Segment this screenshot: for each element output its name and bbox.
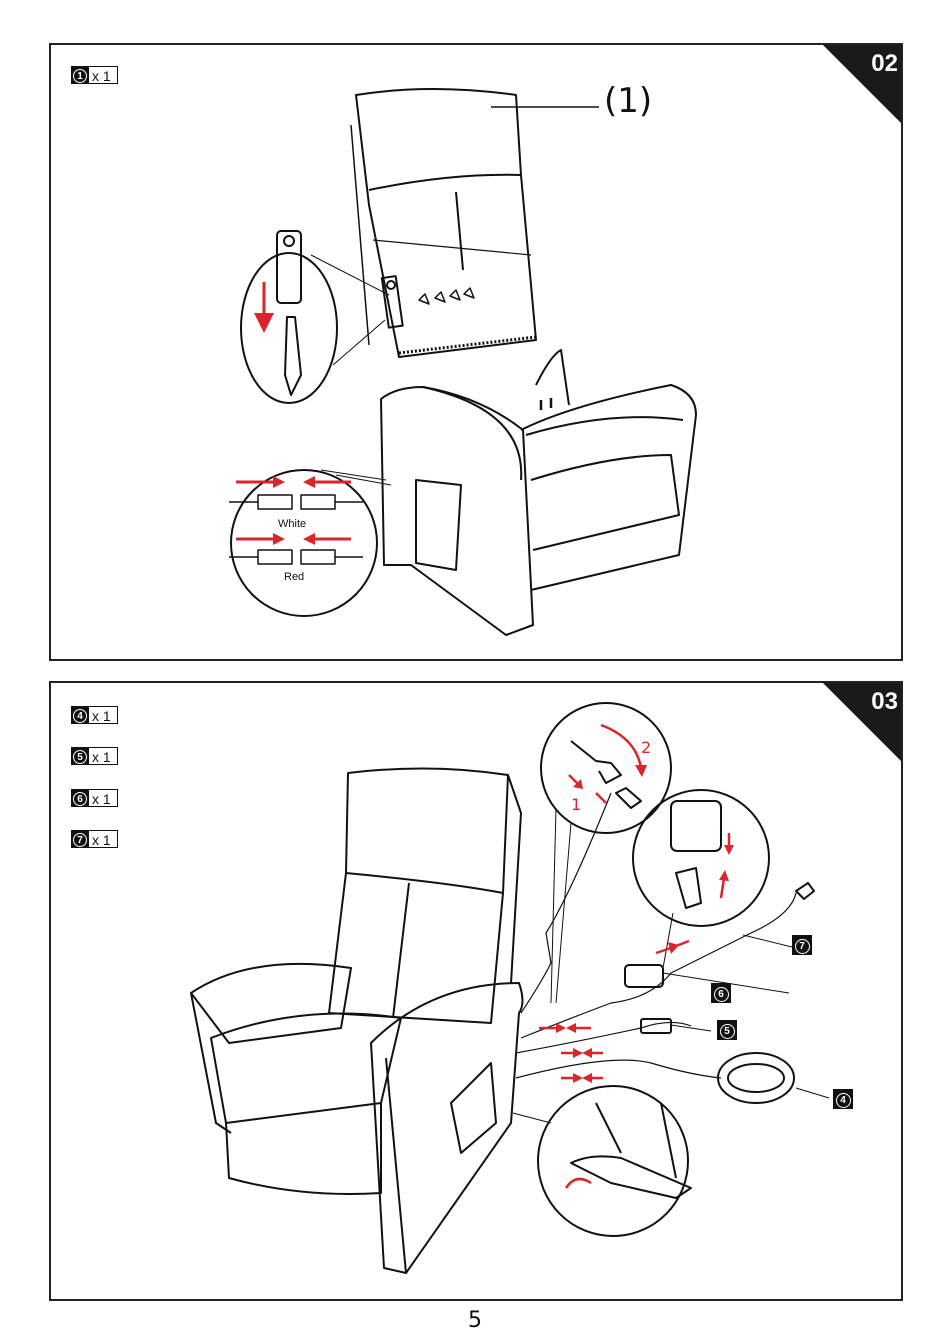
page-number: 5	[0, 1308, 950, 1333]
part-tag-4: 4	[833, 1089, 853, 1109]
part-tag-6: 6	[711, 983, 731, 1003]
backrest-assembly-illustration	[51, 45, 903, 661]
white-connector-label: White	[278, 518, 306, 530]
part-tag-5: 5	[717, 1020, 737, 1040]
step-02-panel: 02 1 x 1 (1)	[49, 43, 903, 661]
recliner-wiring-illustration	[51, 683, 903, 1301]
part-tag-7: 7	[792, 935, 812, 955]
connect-arrows	[236, 282, 351, 545]
order-mark-2: 2	[641, 738, 651, 757]
step-03-panel: 03 4 x 1 5 x 1 6 x 1 7 x 1	[49, 681, 903, 1301]
red-connector-label: Red	[284, 571, 304, 583]
order-mark-1: 1	[571, 795, 581, 814]
